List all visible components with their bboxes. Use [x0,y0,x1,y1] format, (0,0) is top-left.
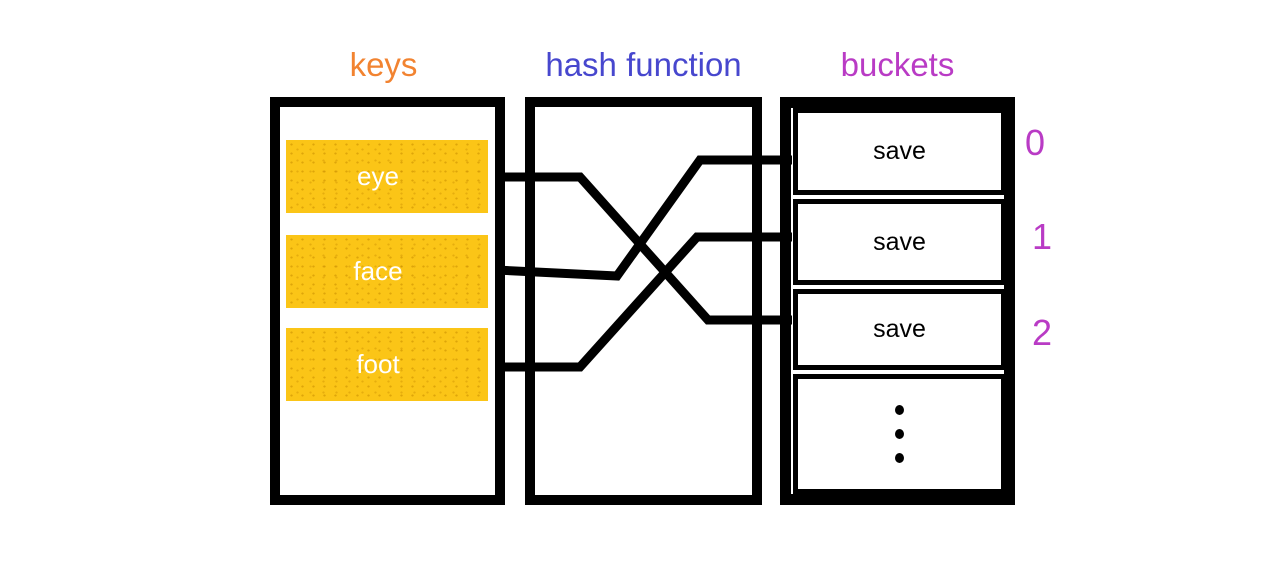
bucket-index-1: 1 [1031,216,1053,257]
key-item-face: face [286,235,488,308]
ellipsis-dot [895,405,904,415]
key-item-foot: foot [286,328,488,401]
ellipsis-dot [895,429,904,439]
bucket-index-0: 0 [1024,122,1046,163]
keys-box: eye face foot [270,97,505,505]
hash-function-box [525,97,762,505]
ellipsis-dot [895,453,904,463]
bucket-cell-1: save [793,199,1006,285]
buckets-box: save save save [780,97,1015,505]
buckets-title: buckets [840,46,955,83]
keys-title: keys [349,46,418,83]
bucket-index-2: 2 [1031,312,1053,353]
key-item-eye: eye [286,140,488,213]
bucket-cell-2: save [793,289,1006,370]
bucket-cell-more [793,374,1006,494]
hash-function-title: hash function [545,46,742,83]
bucket-cell-0: save [793,108,1006,195]
